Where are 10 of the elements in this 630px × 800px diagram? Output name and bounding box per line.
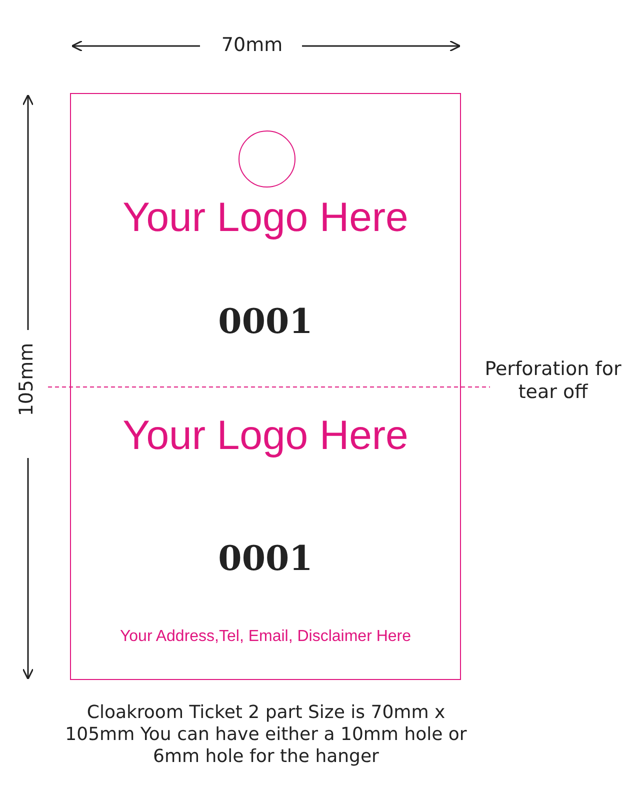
dimension-label: 70mm xyxy=(220,34,284,57)
address-text: Your Address,Tel, Email, Disclaimer Here xyxy=(118,627,412,647)
dimension-label: 105mm xyxy=(16,342,38,418)
perforation-note: Perforation for tear off xyxy=(484,358,622,404)
ticket-card xyxy=(70,93,461,680)
ticket-number: 0001 xyxy=(217,539,314,579)
placeholder-heading: Your Logo Here xyxy=(122,193,410,241)
placeholder-heading: Your Logo Here xyxy=(122,411,410,459)
caption-text: Cloakroom Ticket 2 part Size is 70mm x 105mm You can have either a 10mm hole or 6mm hole for the hanger xyxy=(64,702,468,768)
ticket-number: 0001 xyxy=(217,302,314,342)
